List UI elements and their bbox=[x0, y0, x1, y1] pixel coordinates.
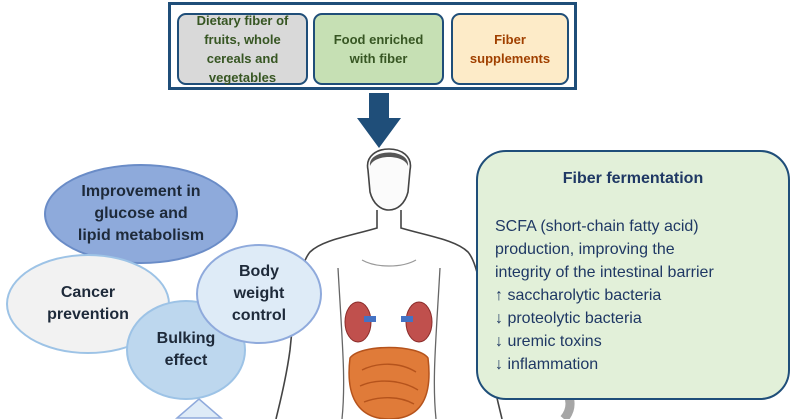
fermentation-title: Fiber fermentation bbox=[562, 170, 704, 187]
fermentation-line: ↓ inflammation bbox=[495, 356, 599, 373]
fiber-fermentation-box bbox=[476, 150, 790, 400]
human-body-illustration bbox=[275, 148, 503, 419]
fermentation-line: SCFA (short-chain fatty acid) bbox=[495, 218, 699, 235]
fermentation-line: production, improving the bbox=[495, 241, 675, 258]
fermentation-line: integrity of the intestinal barrier bbox=[495, 264, 714, 281]
fermentation-line: ↓ uremic toxins bbox=[495, 333, 602, 350]
fermentation-line: ↑ saccharolytic bacteria bbox=[495, 287, 662, 304]
benefit-cancer-prevention: Cancer prevention bbox=[6, 254, 170, 354]
source-box-dietary-fiber: Dietary fiber of fruits, whole cereals a… bbox=[177, 13, 308, 85]
fermentation-line: ↓ proteolytic bacteria bbox=[495, 310, 642, 327]
source-label-enriched-food: Food enriched with fiber bbox=[333, 32, 424, 66]
source-box-enriched-food: Food enriched with fiber bbox=[313, 13, 444, 85]
source-box-supplements: Fiber supplements bbox=[451, 13, 569, 85]
source-label-dietary-fiber: Dietary fiber of fruits, whole cereals a… bbox=[196, 13, 289, 85]
source-label-supplements: Fiber supplements bbox=[469, 32, 551, 66]
up-arrow-icon bbox=[174, 398, 224, 419]
benefit-body-weight-control: Body weight control bbox=[196, 244, 322, 344]
benefit-glucose-lipid: Improvement in glucose and lipid metabol… bbox=[44, 164, 238, 264]
down-arrow-icon bbox=[357, 93, 401, 148]
